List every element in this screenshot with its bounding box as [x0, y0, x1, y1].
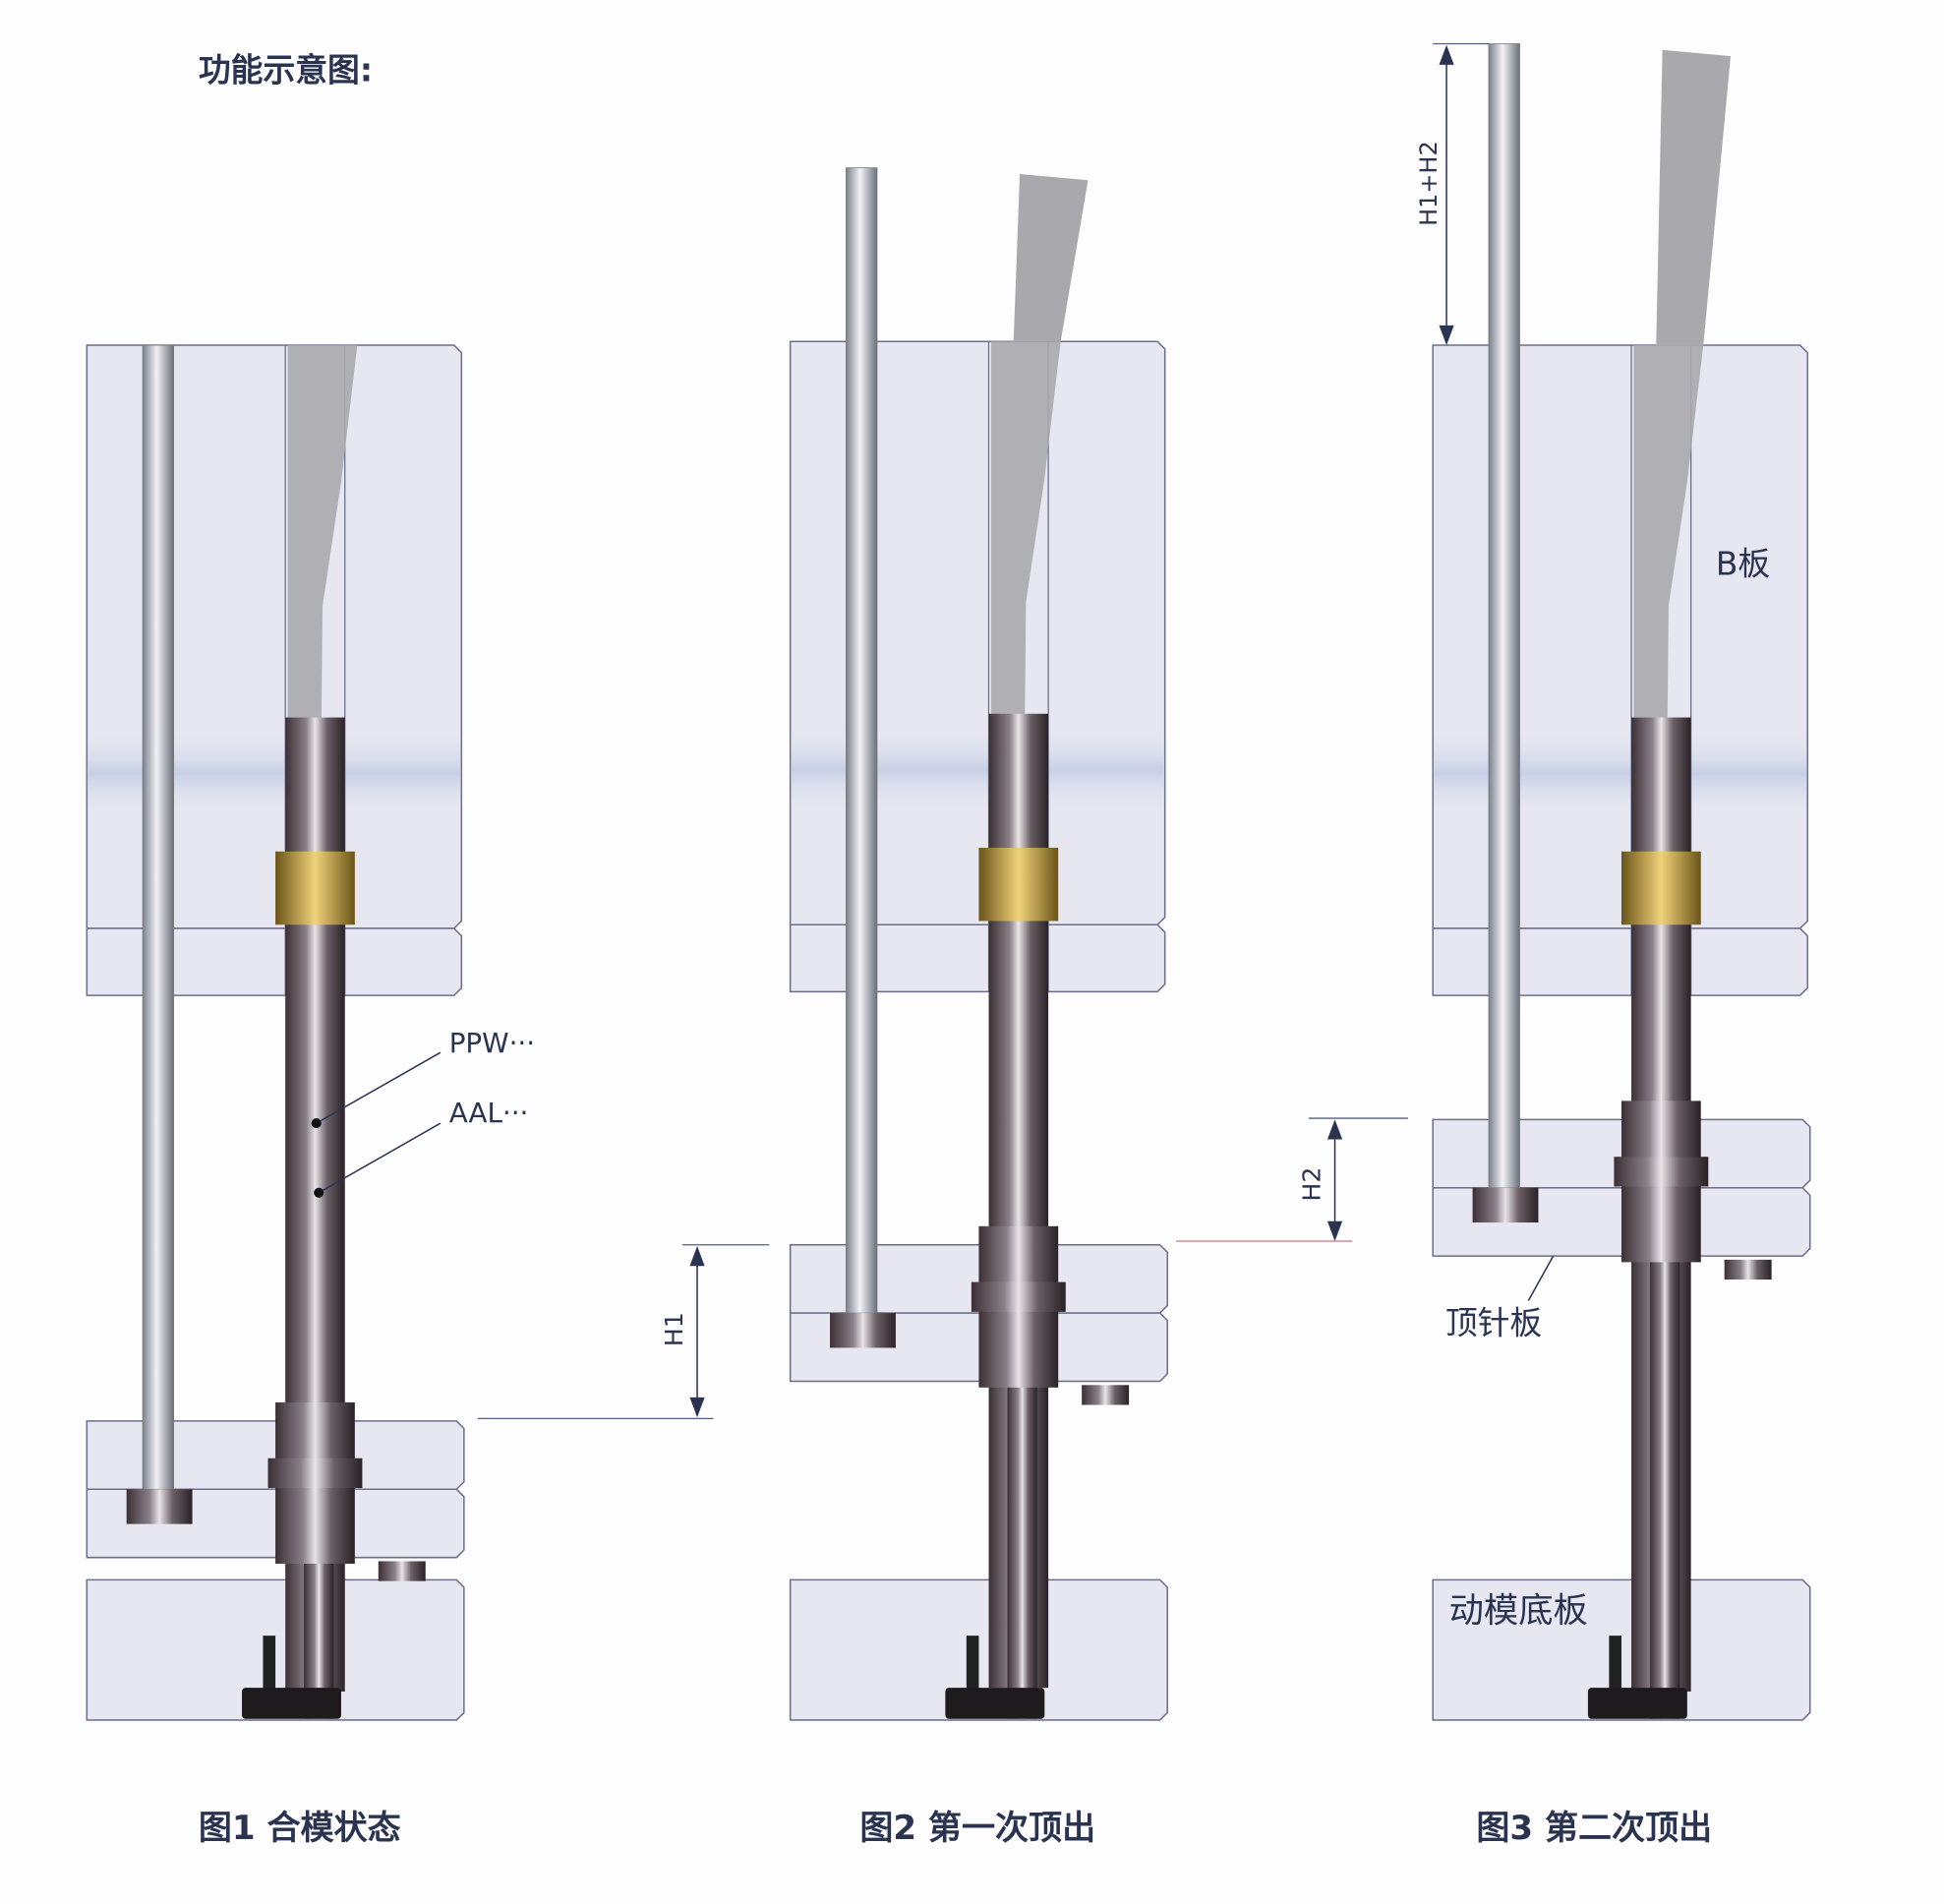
figure-3-support-plate — [1432, 927, 1808, 996]
figure-3-caption: 图3 第二次顶出 — [1476, 1809, 1712, 1848]
ejector-plate-label: 顶针板 — [1445, 1305, 1542, 1342]
figure-2-lower-rod — [1007, 1381, 1037, 1719]
figure-1-ejector-pin-head — [126, 1489, 193, 1524]
diagram-title: 功能示意图: — [199, 51, 373, 89]
figure-2-stop-pin — [1082, 1385, 1130, 1405]
figure-2-caption: 图2 第一次顶出 — [859, 1809, 1095, 1848]
figure-3-lower-rod — [1649, 1256, 1680, 1719]
figure-3-stop-pin — [1724, 1259, 1772, 1280]
figure-1-caption: 图1 合模状态 — [199, 1809, 401, 1848]
figure-2-support-plate — [789, 923, 1166, 993]
figure-3-guide-bushing — [1620, 851, 1701, 925]
h1h2-label: H1+H2 — [1415, 141, 1443, 226]
aal-label: AAL··· — [449, 1097, 529, 1129]
figure-3-ejector-pin — [1488, 43, 1520, 1189]
figure-1-collar-flange — [267, 1458, 363, 1489]
ejector-plate-leader — [1527, 1255, 1555, 1301]
ppw-marker — [311, 1118, 322, 1129]
figure-2-core-blade — [1013, 173, 1089, 342]
figure-2-base-block — [945, 1688, 1045, 1719]
aal-leader-line — [318, 1122, 442, 1194]
h1-arrowheads — [689, 1246, 705, 1418]
figure-2-guide-bushing — [978, 848, 1059, 922]
figure-2-locating-pin — [966, 1636, 979, 1692]
bottom-clamp-plate-label: 动模底板 — [1449, 1590, 1588, 1631]
ppw-label: PPW··· — [449, 1027, 535, 1059]
ppw-leader-line — [316, 1051, 442, 1124]
figure-1-guide-bushing — [275, 851, 355, 925]
figure-2-ejector-pin — [846, 167, 878, 1314]
figure-1-stop-pin — [378, 1561, 426, 1581]
figure-1-locating-pin — [263, 1636, 276, 1692]
aal-marker — [314, 1187, 324, 1198]
figure-3-ejector-pin-head — [1472, 1187, 1539, 1223]
figure-1-support-plate — [86, 927, 463, 996]
figure-3-core-blade — [1656, 49, 1731, 346]
figure-3-locating-pin — [1609, 1636, 1621, 1692]
figure-1-base-block — [242, 1688, 341, 1719]
h1-label: H1 — [660, 1312, 688, 1346]
figure-2-ejector-pin-head — [830, 1313, 896, 1348]
figure-1-ejector-pin — [142, 344, 175, 1490]
b-plate-label: B板 — [1716, 545, 1770, 582]
figure-3-base-block — [1587, 1688, 1687, 1719]
figure-3-collar-flange — [1614, 1157, 1709, 1187]
figure-2-collar-flange — [971, 1281, 1066, 1312]
h2-label: H2 — [1297, 1167, 1325, 1202]
